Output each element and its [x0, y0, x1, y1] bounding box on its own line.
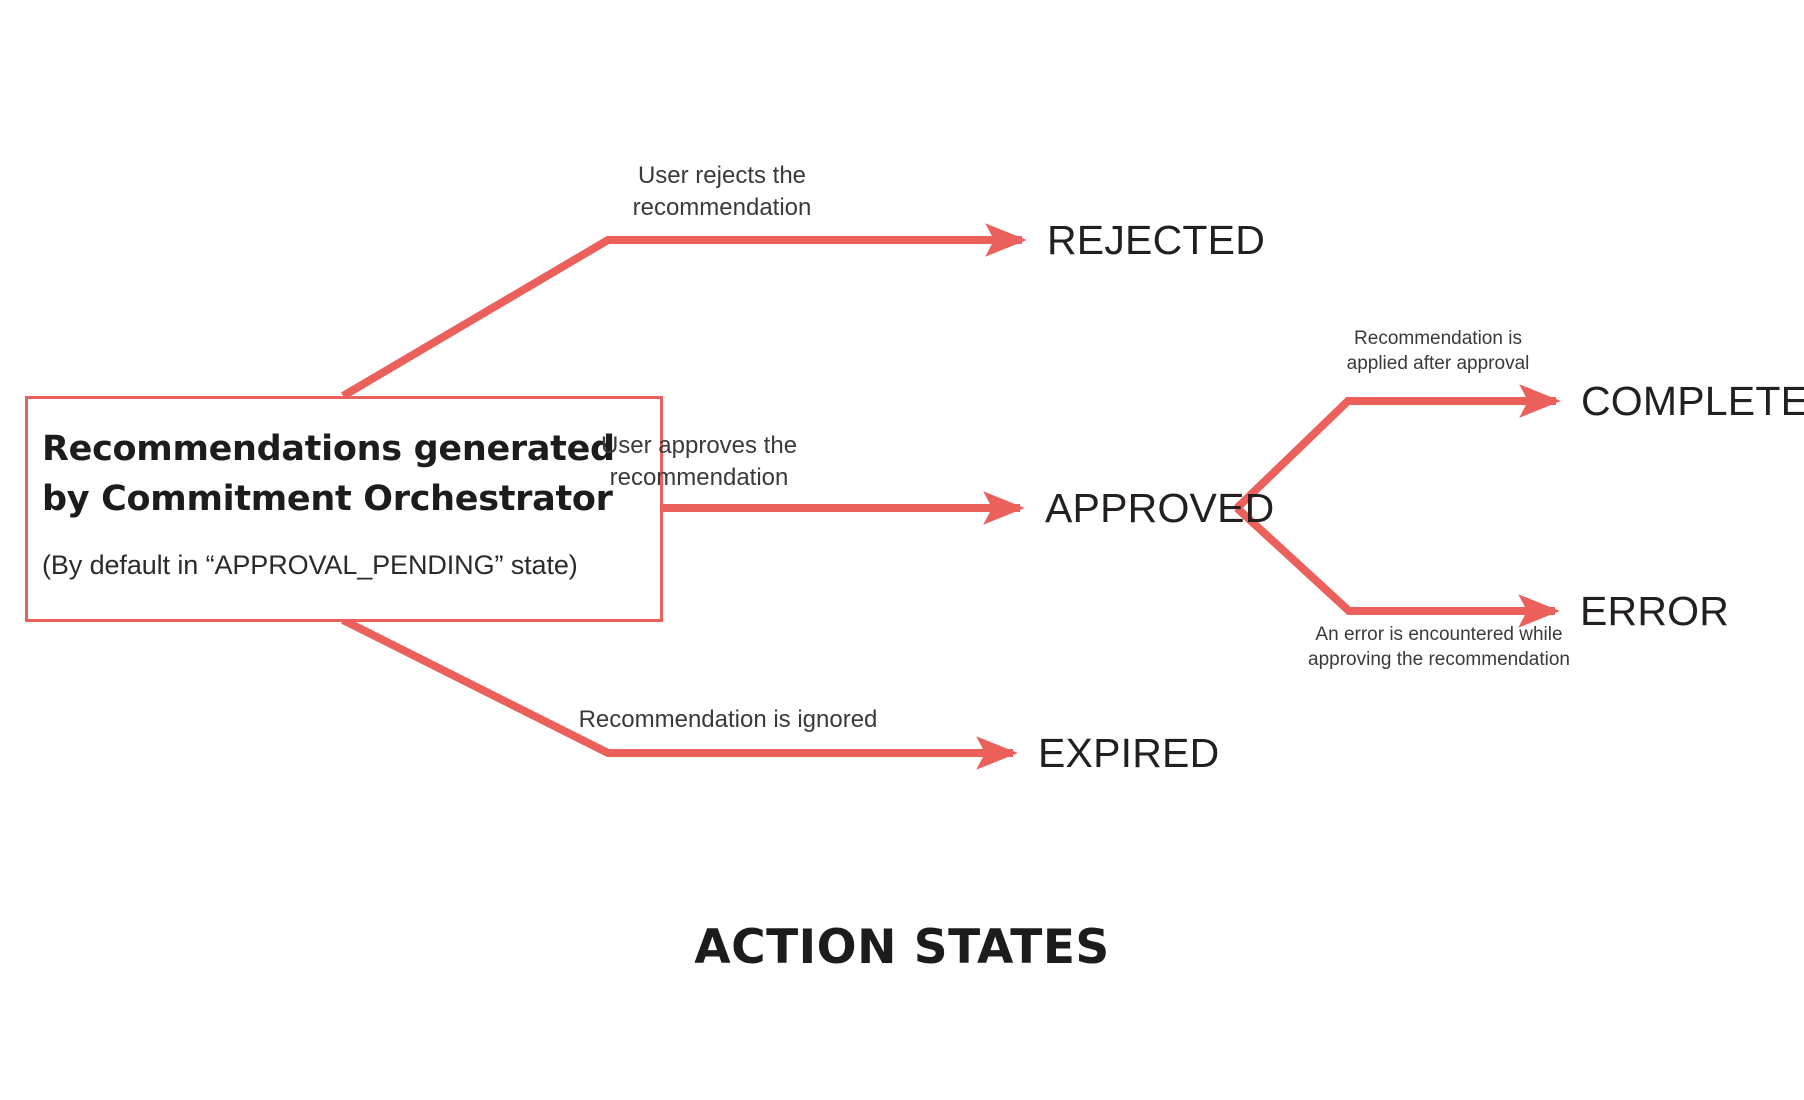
edge-label-approved: User approves the recommendation — [600, 432, 798, 491]
source-state-box: Recommendations generated by Commitment … — [25, 396, 663, 622]
state-rejected: REJECTED — [1047, 217, 1266, 263]
state-approved: APPROVED — [1045, 485, 1275, 531]
source-state-subtitle: (By default in “APPROVAL_PENDING” state) — [42, 550, 578, 581]
edge-path-rejected — [340, 223, 1027, 400]
edge-path-error — [1234, 505, 1560, 628]
source-state-title: Recommendations generated by Commitment … — [42, 429, 615, 519]
state-error: ERROR — [1580, 588, 1730, 634]
edge-path-completed — [1234, 384, 1561, 511]
state-expired: EXPIRED — [1038, 730, 1220, 776]
edge-label-rejected: User rejects the recommendation — [632, 162, 812, 221]
state-completed: COMPLETED — [1581, 378, 1804, 424]
diagram-title: ACTION STATES — [694, 920, 1110, 975]
edge-label-completed: Recommendation is applied after approval — [1346, 328, 1530, 375]
edge-label-expired: Recommendation is ignored — [578, 706, 878, 733]
edge-label-error: An error is encountered while approving … — [1308, 624, 1570, 671]
